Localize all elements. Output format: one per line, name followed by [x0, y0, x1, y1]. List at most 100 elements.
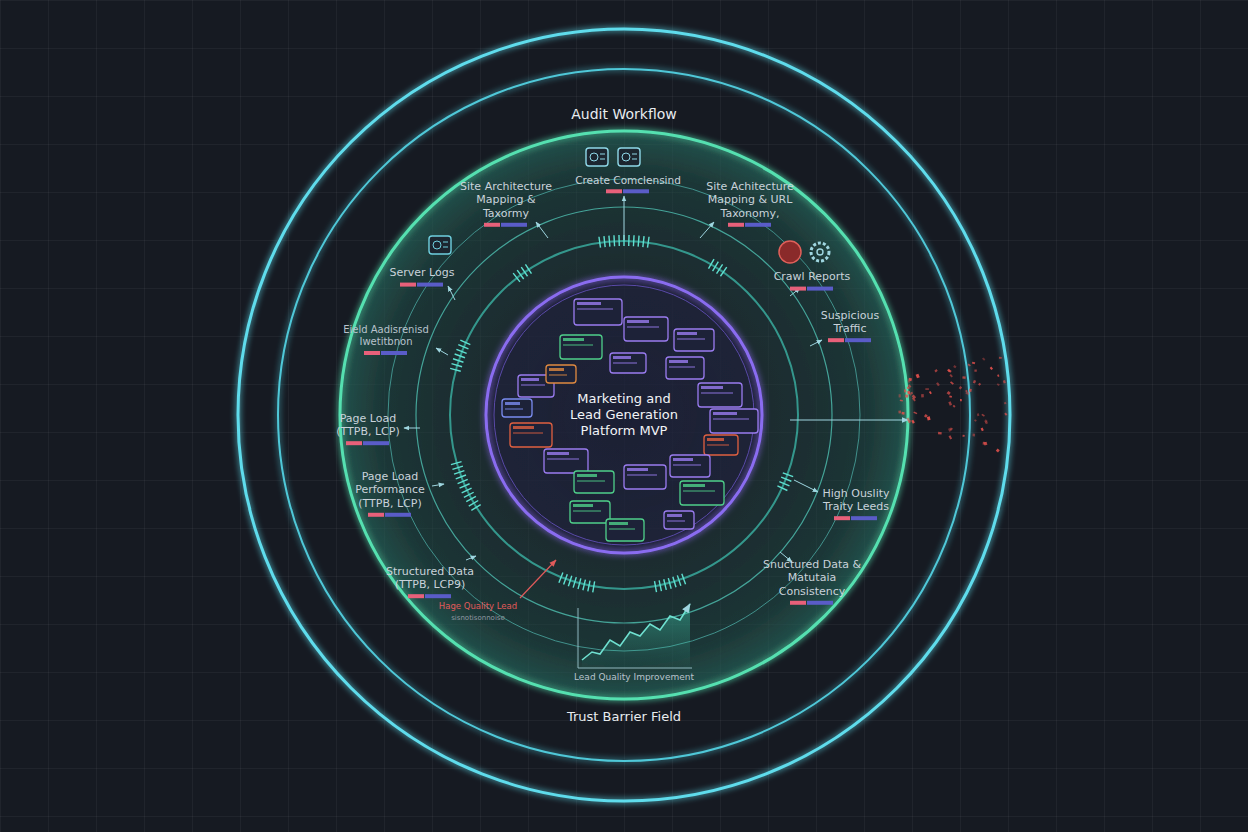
particle [912, 395, 916, 399]
second-ring [278, 69, 970, 761]
particle [968, 364, 971, 367]
ring-tick [469, 501, 478, 507]
particle [999, 357, 1002, 359]
status-bar [606, 189, 622, 193]
particle [938, 432, 942, 435]
chart-line [582, 604, 690, 660]
ring-tick [450, 368, 461, 371]
particle [972, 434, 975, 437]
card-line [667, 520, 685, 522]
particle [978, 383, 981, 386]
core-ring-inner [494, 285, 754, 545]
ring-tick [464, 492, 474, 497]
card-line [701, 392, 733, 394]
ring-tick [454, 471, 464, 475]
ring-tick [599, 237, 601, 248]
ring-tick [604, 236, 605, 247]
ring-label: Site Achitecture Mapping & URL Taxonomy, [694, 180, 806, 220]
data-card [546, 365, 576, 383]
particle [913, 411, 917, 414]
particle [990, 367, 993, 370]
card-line [627, 474, 657, 476]
particle [900, 399, 903, 401]
ring-label: sisnotisonnoise [418, 614, 538, 622]
particle [908, 420, 911, 424]
card-line [549, 374, 567, 376]
ring-label: Eield Aadisrenisd Iwetitbnon [336, 324, 436, 348]
gear-icon [817, 249, 823, 255]
card-line [673, 464, 701, 466]
leader-arrow [794, 480, 818, 492]
particle [953, 405, 956, 408]
particle [969, 389, 972, 392]
data-card [704, 435, 738, 455]
ring-tick [559, 573, 563, 583]
status-bar [408, 594, 424, 598]
ring-tick [673, 577, 676, 588]
ring-label: Create Comclensind [563, 174, 693, 187]
ring-tick [573, 577, 576, 588]
chart-area [582, 604, 690, 668]
status-bar [623, 189, 649, 193]
ring-tick [633, 235, 635, 246]
status-bar [851, 516, 877, 520]
particle [996, 449, 1000, 453]
card-body [670, 455, 710, 477]
status-bar [385, 513, 411, 517]
core-ring-outline [486, 277, 762, 553]
ring-label: Suspicious Traffic [810, 309, 890, 335]
particle [1003, 380, 1006, 383]
ring-tick [458, 479, 468, 483]
particle [977, 413, 979, 416]
status-bar [834, 516, 850, 520]
core-title: Marketing and Lead Generation Platform M… [568, 391, 680, 440]
status-bar [807, 601, 833, 605]
status-bar [400, 283, 416, 287]
particle [921, 394, 924, 398]
card-line [505, 408, 523, 410]
particle [934, 369, 937, 372]
card-header [667, 514, 682, 517]
ring-tick [713, 262, 719, 271]
particle [974, 369, 976, 371]
particle [962, 376, 965, 379]
ring-tick [720, 267, 726, 276]
status-bar [368, 513, 384, 517]
particle [905, 394, 909, 398]
card-body [664, 511, 694, 529]
particle [965, 390, 967, 392]
status-bar [364, 351, 380, 355]
data-card [710, 409, 758, 433]
card-header [505, 402, 520, 405]
data-card [624, 317, 668, 341]
particle [916, 374, 920, 379]
ring-tick [517, 270, 524, 279]
ring-tick [664, 579, 667, 590]
card-body [510, 423, 552, 447]
ring-tick [525, 264, 531, 273]
leader-arrow [700, 222, 714, 238]
status-bar [745, 223, 771, 227]
status-bar [417, 283, 443, 287]
ring-label: Snuctured Data & Matutaia Consistency [757, 558, 867, 598]
icon [429, 236, 451, 254]
ring-tick [608, 236, 610, 247]
ring-label: Page Load Performance (TTPB, LCP) [344, 470, 436, 510]
ring-tick [452, 466, 462, 469]
ring-tick [564, 574, 568, 584]
particle [972, 362, 975, 365]
icon-detail [590, 153, 598, 161]
data-card [666, 357, 704, 379]
card-body [680, 481, 724, 505]
status-bar [425, 594, 451, 598]
ring-tick [717, 264, 723, 273]
particle [947, 391, 951, 395]
card-header [609, 522, 628, 525]
particle [910, 392, 913, 395]
ring-tick [777, 486, 787, 491]
status-bar [845, 338, 871, 342]
data-card [560, 335, 602, 359]
card-header [549, 368, 564, 371]
card-header [521, 378, 539, 381]
